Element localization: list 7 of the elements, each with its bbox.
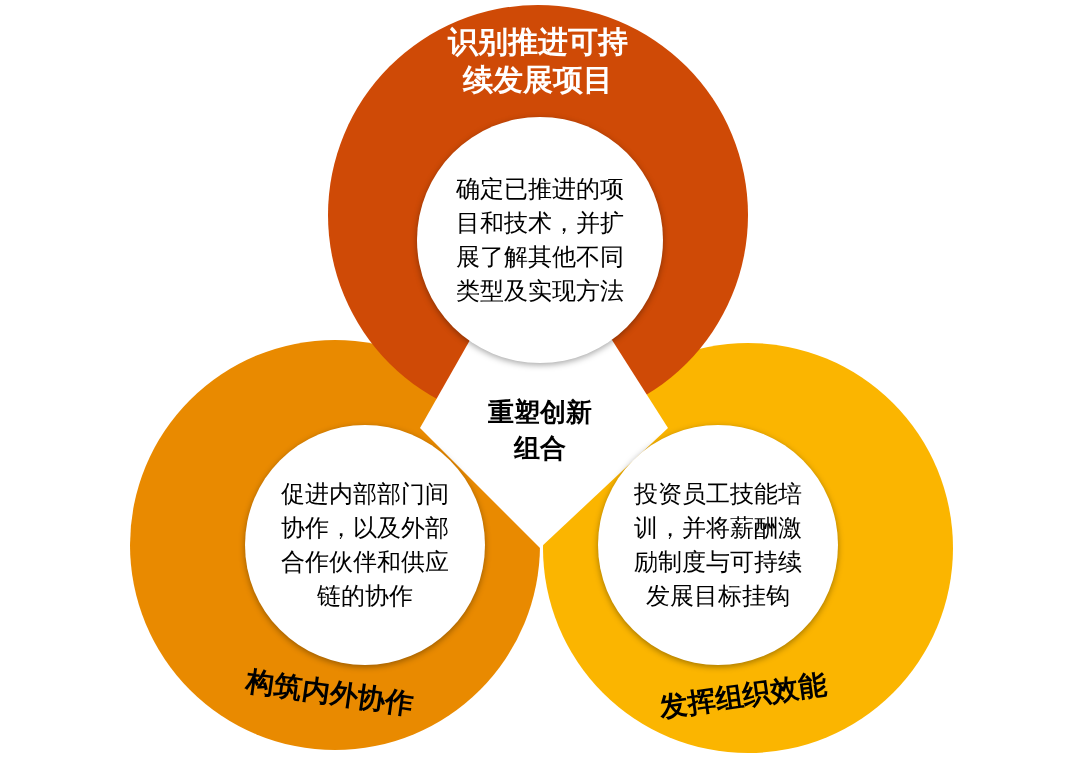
ring-title: 构筑内外协作 [243,663,417,723]
description-text: 确定已推进的项目和技术，并扩展了解其他不同类型及实现方法 [455,174,625,307]
ring-title: 识别推进可持续发展项目 [446,23,629,98]
ring-title: 发挥组织效能 [656,666,830,726]
center-title: 重塑创新组合 [487,396,593,465]
description-text: 促进内部部门间协作，以及外部合作伙伴和供应链的协作 [280,479,450,612]
description-text: 投资员工技能培训，并将薪酬激励制度与可持续发展目标挂钩 [633,479,803,612]
